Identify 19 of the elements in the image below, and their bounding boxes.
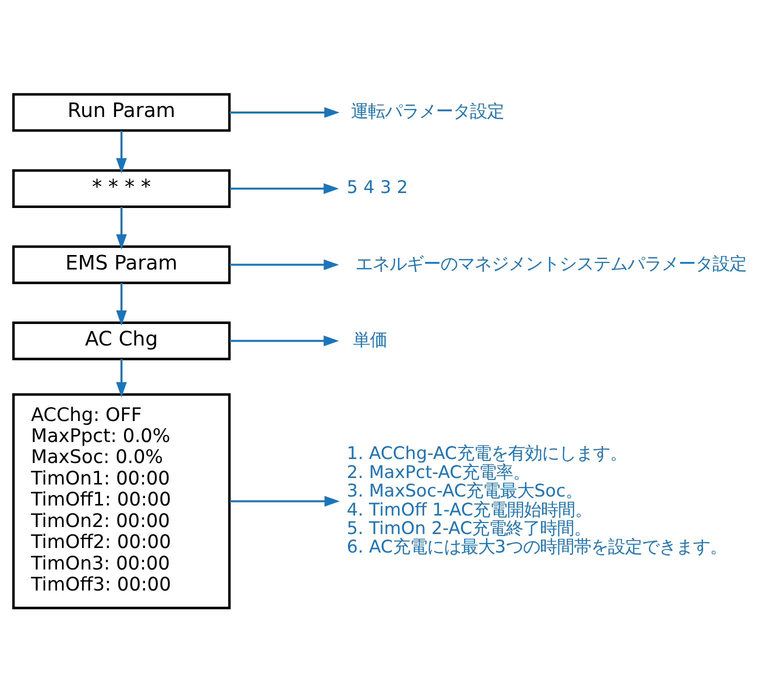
arrow (116, 358, 127, 397)
arrow (230, 106, 340, 118)
node-box: * * * * (12, 168, 231, 208)
node-text: エネルギーのマネジメントシステムパラメータ設定 (355, 254, 746, 274)
arrow (230, 335, 339, 346)
node-text: 1. ACChg-AC充電を有効にします。 2. MaxPct-AC充電率。 3. MaxSoc-AC充電最大Soc。 4. TimOff 1-AC充電開始時間。 5. TimOn 2-AC充電終了時間。 6. AC充電には最大3つの時間帯を設定できます。 (346, 444, 727, 558)
arrow (116, 206, 127, 250)
node-box: EMS Param (12, 244, 231, 284)
arrow (116, 130, 127, 173)
node-box: AC Chg (12, 321, 231, 360)
arrow (116, 282, 127, 326)
arrow (230, 258, 339, 270)
arrow (230, 495, 340, 506)
node-box: ACChg: OFF MaxPpct: 0.0% MaxSoc: 0.0% TimOn1: 00:00 TimOff1: 00:00 TimOn2: 00:00 TimOff2: 00:00 TimOn3: 00:00 TimOff3: 00:00 (12, 392, 231, 609)
node-text: 5 4 3 2 (346, 178, 408, 198)
arrow (230, 182, 339, 194)
node-text: 単価 (352, 330, 387, 350)
node-box: Run Param (12, 92, 231, 132)
node-text: 運転パラメータ設定 (350, 102, 504, 122)
